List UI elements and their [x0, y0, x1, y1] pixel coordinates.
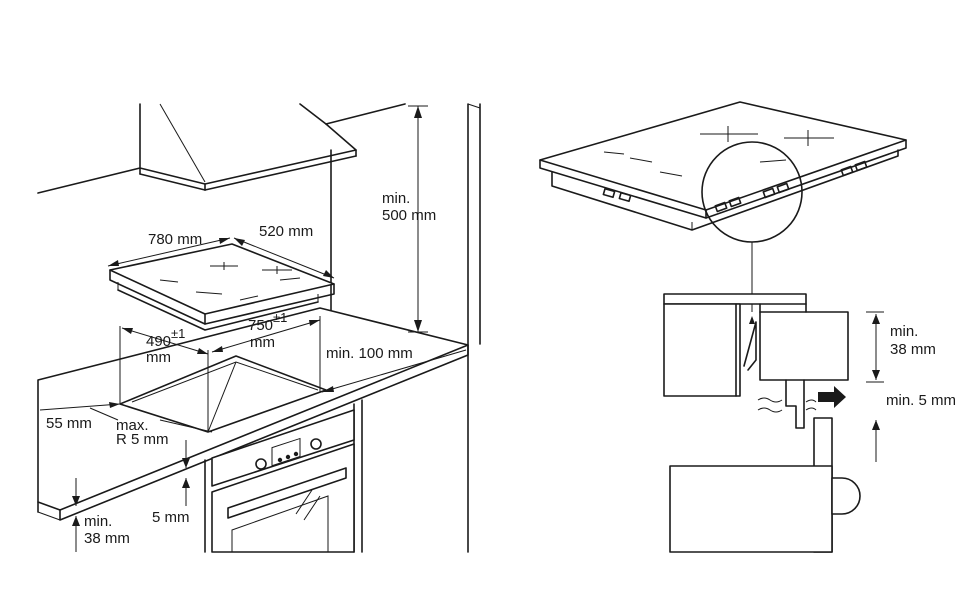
label-cutout-width: 750±1 [248, 310, 287, 334]
dim-hob-width [107, 237, 231, 267]
projection-lines [119, 316, 321, 432]
hob-perspective [539, 101, 907, 231]
label-oven-gap: 5 mm [152, 509, 190, 526]
dim-corner-radius [159, 419, 213, 433]
label-air-gap: min. 5 mm [886, 392, 956, 409]
label-cutout-depth: 490±1 [146, 326, 185, 350]
hob-illustration [109, 243, 335, 331]
section-detail [663, 293, 884, 553]
dim-hob-depth [233, 237, 335, 279]
label-front-edge: 55 mm [46, 415, 92, 432]
dim-wall-clearance [321, 349, 467, 393]
tall-cabinet [467, 103, 481, 553]
extractor-hood [139, 103, 406, 191]
label-detail-worktop-1: min. [890, 323, 918, 340]
oven-cabinet [204, 399, 363, 553]
dim-oven-gap [182, 440, 190, 506]
dim-cutout-depth [121, 327, 209, 355]
label-hob-depth: 520 mm [259, 223, 313, 240]
dim-front-edge [39, 402, 121, 421]
dim-hood-height [408, 105, 428, 333]
hob-detail-view: min. 38 mm min. 5 mm [539, 101, 956, 553]
label-worktop-thickness-2: 38 mm [84, 530, 130, 547]
label-hood-height-2: 500 mm [382, 207, 436, 224]
label-worktop-thickness-1: min. [84, 513, 112, 530]
label-wall-clearance: min. 100 mm [326, 345, 413, 362]
label-hob-width: 780 mm [148, 231, 202, 248]
detail-circle [701, 141, 803, 312]
label-cutout-width-unit: mm [250, 334, 275, 351]
label-cutout-depth-unit: mm [146, 349, 171, 366]
label-corner-radius-2: R 5 mm [116, 431, 169, 448]
dim-cutout-width [211, 319, 321, 353]
kitchen-installation-view: 780 mm 520 mm min. 500 mm 490±1 mm 750±1… [37, 103, 481, 553]
label-hood-height-1: min. [382, 190, 410, 207]
label-detail-worktop-2: 38 mm [890, 341, 936, 358]
dim-worktop-thickness [72, 478, 80, 552]
label-corner-radius-1: max. [116, 417, 149, 434]
